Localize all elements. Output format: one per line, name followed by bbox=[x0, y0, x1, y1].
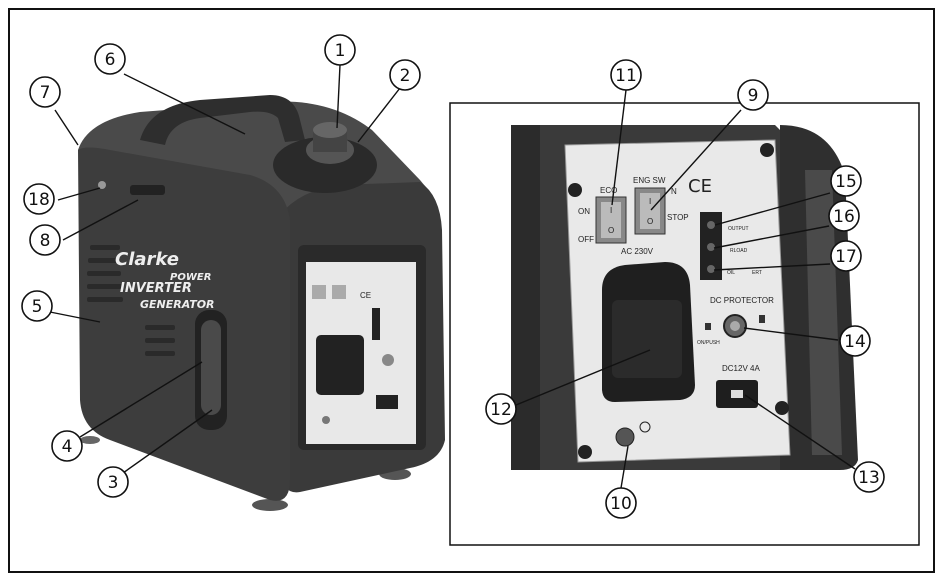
output-label: OUTPUT bbox=[728, 226, 749, 232]
oil-suffix: ERT bbox=[752, 270, 762, 276]
svg-text:O: O bbox=[608, 226, 614, 235]
generator-illustration: CE Clarke POWER INVERTER GENERATOR bbox=[78, 95, 445, 511]
svg-text:6: 6 bbox=[105, 50, 116, 70]
eco-on-label: ON bbox=[578, 207, 590, 216]
svg-text:13: 13 bbox=[858, 468, 880, 488]
callout-18: 18 bbox=[23, 183, 55, 215]
callout-14: 14 bbox=[839, 325, 871, 357]
callout-12: 12 bbox=[485, 393, 517, 425]
eng-stop-label: STOP bbox=[667, 213, 689, 222]
on-push-label: ON/PUSH bbox=[697, 340, 720, 346]
callout-3: 3 bbox=[97, 466, 129, 498]
callout-8: 8 bbox=[29, 224, 61, 256]
svg-text:11: 11 bbox=[615, 66, 637, 86]
callout-13: 13 bbox=[853, 461, 885, 493]
callout-9: 9 bbox=[737, 79, 769, 111]
ac-label: AC 230V bbox=[621, 247, 654, 256]
ce-mark: CE bbox=[688, 176, 712, 197]
svg-text:17: 17 bbox=[835, 247, 857, 267]
callout-7: 7 bbox=[29, 76, 61, 108]
eng-on-label: N bbox=[671, 187, 677, 196]
svg-text:10: 10 bbox=[610, 494, 632, 514]
svg-text:16: 16 bbox=[833, 207, 855, 227]
callout-2: 2 bbox=[389, 59, 421, 91]
svg-text:15: 15 bbox=[835, 172, 857, 192]
ground-terminal[interactable] bbox=[615, 427, 635, 447]
svg-text:4: 4 bbox=[62, 437, 73, 457]
callout-17: 17 bbox=[830, 240, 862, 272]
svg-text:18: 18 bbox=[28, 190, 50, 210]
brand-name: Clarke bbox=[115, 249, 179, 270]
svg-text:14: 14 bbox=[844, 332, 866, 352]
svg-text:5: 5 bbox=[32, 297, 43, 317]
eco-label: ECO bbox=[600, 186, 617, 195]
svg-text:I: I bbox=[649, 197, 651, 206]
svg-text:8: 8 bbox=[40, 231, 51, 251]
brand-sub: POWER bbox=[170, 272, 211, 283]
svg-text:7: 7 bbox=[40, 83, 51, 103]
callout-1: 1 bbox=[324, 34, 356, 66]
leader-lines bbox=[49, 64, 856, 489]
svg-text:2: 2 bbox=[400, 66, 411, 86]
callout-10: 10 bbox=[605, 487, 637, 519]
svg-text:CE: CE bbox=[360, 291, 371, 300]
callout-4: 4 bbox=[51, 430, 83, 462]
svg-text:O: O bbox=[647, 217, 653, 226]
outer-frame bbox=[8, 8, 935, 573]
brand-line2: GENERATOR bbox=[140, 298, 215, 311]
dc-protector-label: DC PROTECTOR bbox=[710, 296, 774, 305]
svg-text:3: 3 bbox=[108, 473, 119, 493]
callout-11: 11 bbox=[610, 59, 642, 91]
brand-line1: INVERTER bbox=[120, 281, 192, 296]
svg-text:12: 12 bbox=[490, 400, 512, 420]
svg-text:I: I bbox=[610, 206, 612, 215]
callout-16: 16 bbox=[828, 200, 860, 232]
eng-sw-label: ENG SW bbox=[633, 176, 666, 185]
eco-off-label: OFF bbox=[578, 235, 594, 244]
dc-label: DC12V 4A bbox=[722, 364, 760, 373]
overload-label: RLOAD bbox=[730, 248, 748, 254]
svg-text:1: 1 bbox=[335, 41, 346, 61]
callout-15: 15 bbox=[830, 165, 862, 197]
svg-text:9: 9 bbox=[748, 86, 759, 106]
oil-prefix: OIL bbox=[727, 270, 735, 276]
callout-5: 5 bbox=[21, 290, 53, 322]
callout-6: 6 bbox=[94, 43, 126, 75]
panel-closeup: ECO ON OFF I O ENG SW N STOP I O CE OUTP… bbox=[511, 125, 858, 470]
